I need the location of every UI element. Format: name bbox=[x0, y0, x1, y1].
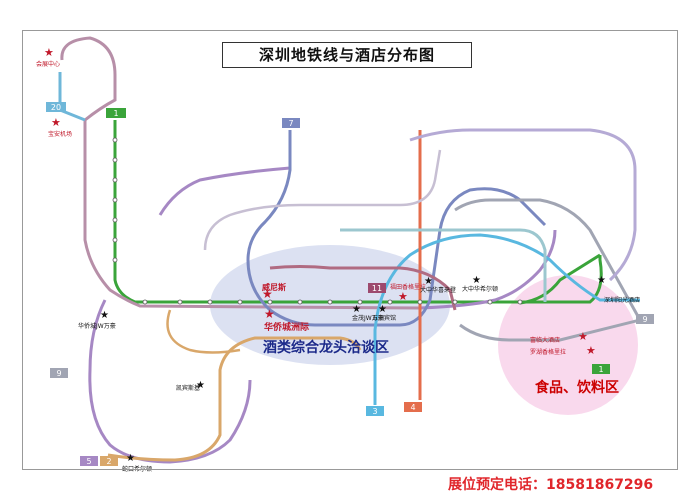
line-badge-9-west: 9 bbox=[50, 368, 68, 378]
hotel-star-jinmao: ★金茂JW万豪 bbox=[352, 304, 384, 322]
svg-text:★: ★ bbox=[398, 290, 408, 303]
svg-text:五洲宾馆: 五洲宾馆 bbox=[372, 314, 396, 322]
svg-text:9: 9 bbox=[56, 369, 61, 378]
svg-text:威尼斯: 威尼斯 bbox=[262, 282, 286, 292]
svg-text:福田香格里拉: 福田香格里拉 bbox=[390, 283, 426, 291]
metro-line-11 bbox=[60, 36, 421, 310]
svg-text:2: 2 bbox=[106, 457, 111, 466]
svg-text:★: ★ bbox=[472, 275, 481, 286]
metro-line-9-south bbox=[459, 318, 641, 342]
hotel-star-kempinski: ★凯宾斯基 bbox=[176, 380, 205, 392]
hotel-star-venice: ★威尼斯 bbox=[262, 282, 286, 301]
metro-line-extra bbox=[203, 149, 442, 251]
line-badge-20: 20 bbox=[46, 102, 66, 112]
svg-text:★: ★ bbox=[196, 380, 205, 391]
booking-phone: 展位预定电话：18581867296 bbox=[448, 477, 654, 493]
svg-text:大中华希尔顿: 大中华希尔顿 bbox=[462, 285, 498, 293]
svg-text:4: 4 bbox=[410, 403, 415, 412]
svg-text:宝安机场: 宝安机场 bbox=[48, 130, 72, 138]
hotel-star-sunshine: ★ 深圳阳光酒店 bbox=[597, 275, 640, 304]
svg-text:11: 11 bbox=[372, 284, 382, 293]
line-badge-5: 5 bbox=[80, 456, 98, 466]
svg-text:20: 20 bbox=[51, 103, 61, 112]
svg-text:凯宾斯基: 凯宾斯基 bbox=[176, 384, 200, 392]
svg-text:金茂JW万豪: 金茂JW万豪 bbox=[352, 314, 384, 322]
svg-text:深圳阳光酒店: 深圳阳光酒店 bbox=[604, 296, 640, 304]
svg-text:★: ★ bbox=[262, 287, 273, 301]
line-badge-1-east: 1 bbox=[592, 364, 610, 374]
hotel-star-fulin: ★ 富临大酒店 bbox=[530, 330, 588, 344]
line-badge-3: 3 bbox=[366, 406, 384, 416]
svg-text:华侨城洲际: 华侨城洲际 bbox=[264, 321, 309, 333]
metro-line-12 bbox=[166, 309, 241, 354]
hotel-star-sheraton: ★大中华喜来登 bbox=[420, 276, 456, 294]
svg-text:华侨城JW万豪: 华侨城JW万豪 bbox=[78, 322, 116, 330]
liquor-zone-area bbox=[210, 245, 450, 365]
line-badge-7: 7 bbox=[282, 118, 300, 128]
metro-line-6 bbox=[340, 228, 547, 302]
line-badge-4: 4 bbox=[404, 402, 422, 412]
svg-text:★: ★ bbox=[44, 46, 54, 59]
hotel-star-hilton-dzh: ★大中华希尔顿 bbox=[462, 275, 498, 293]
food-zone-label: 食品、饮料区 bbox=[535, 379, 619, 396]
line-badge-1-top: 1 bbox=[106, 108, 126, 118]
svg-text:会展中心: 会展中心 bbox=[36, 60, 60, 68]
hotel-star-jw-oct: ★华侨城JW万豪 bbox=[78, 310, 116, 330]
svg-text:9: 9 bbox=[642, 315, 647, 324]
stations-line-1 bbox=[112, 137, 523, 305]
metro-line-10 bbox=[409, 128, 637, 282]
svg-text:★: ★ bbox=[264, 307, 275, 321]
svg-text:大中华喜来登: 大中华喜来登 bbox=[420, 286, 456, 294]
hotel-star-luohu-shangri: ★ 罗湖香格里拉 bbox=[530, 344, 596, 357]
hotel-star-intercontinental: ★华侨城洲际 bbox=[264, 307, 309, 333]
svg-text:★: ★ bbox=[424, 276, 433, 287]
svg-text:★: ★ bbox=[352, 304, 361, 315]
svg-text:富临大酒店: 富临大酒店 bbox=[530, 336, 560, 344]
metro-line-3 bbox=[373, 233, 640, 405]
hotel-star-futian-shangri: ★福田香格里拉 bbox=[390, 283, 426, 303]
svg-text:★: ★ bbox=[378, 304, 387, 315]
hotel-star-airport: ★宝安机场 bbox=[48, 116, 72, 138]
hotel-star-convention: ★会展中心 bbox=[36, 46, 60, 68]
metro-line-1 bbox=[113, 120, 603, 304]
food-zone-area bbox=[498, 275, 638, 415]
line-badge-9-east: 9 bbox=[636, 314, 654, 324]
svg-text:★: ★ bbox=[100, 310, 109, 321]
hotel-star-wuzhou: ★五洲宾馆 bbox=[372, 304, 396, 322]
metro-line-2 bbox=[107, 336, 362, 462]
metro-line-11-east bbox=[269, 265, 457, 311]
svg-text:★: ★ bbox=[126, 453, 135, 464]
svg-text:3: 3 bbox=[372, 407, 377, 416]
svg-text:7: 7 bbox=[288, 119, 293, 128]
svg-text:★: ★ bbox=[51, 116, 61, 129]
svg-text:★: ★ bbox=[578, 330, 588, 343]
svg-text:罗湖香格里拉: 罗湖香格里拉 bbox=[530, 348, 566, 356]
svg-text:1: 1 bbox=[113, 109, 118, 118]
metro-line-7 bbox=[246, 130, 547, 327]
svg-text:1: 1 bbox=[598, 365, 603, 374]
line-badge-2: 2 bbox=[100, 456, 118, 466]
liquor-zone-label: 酒类综合龙头洽谈区 bbox=[263, 339, 389, 356]
map-title: 深圳地铁线与酒店分布图 bbox=[258, 46, 435, 64]
svg-text:★: ★ bbox=[586, 344, 596, 357]
line-badge-11: 11 bbox=[368, 283, 386, 293]
map-frame bbox=[22, 30, 678, 470]
metro-line-5-west bbox=[158, 166, 291, 216]
svg-text:5: 5 bbox=[86, 457, 91, 466]
metro-line-9 bbox=[454, 198, 642, 321]
svg-text:★: ★ bbox=[597, 275, 606, 286]
map-title-box: 深圳地铁线与酒店分布图 bbox=[222, 42, 472, 68]
